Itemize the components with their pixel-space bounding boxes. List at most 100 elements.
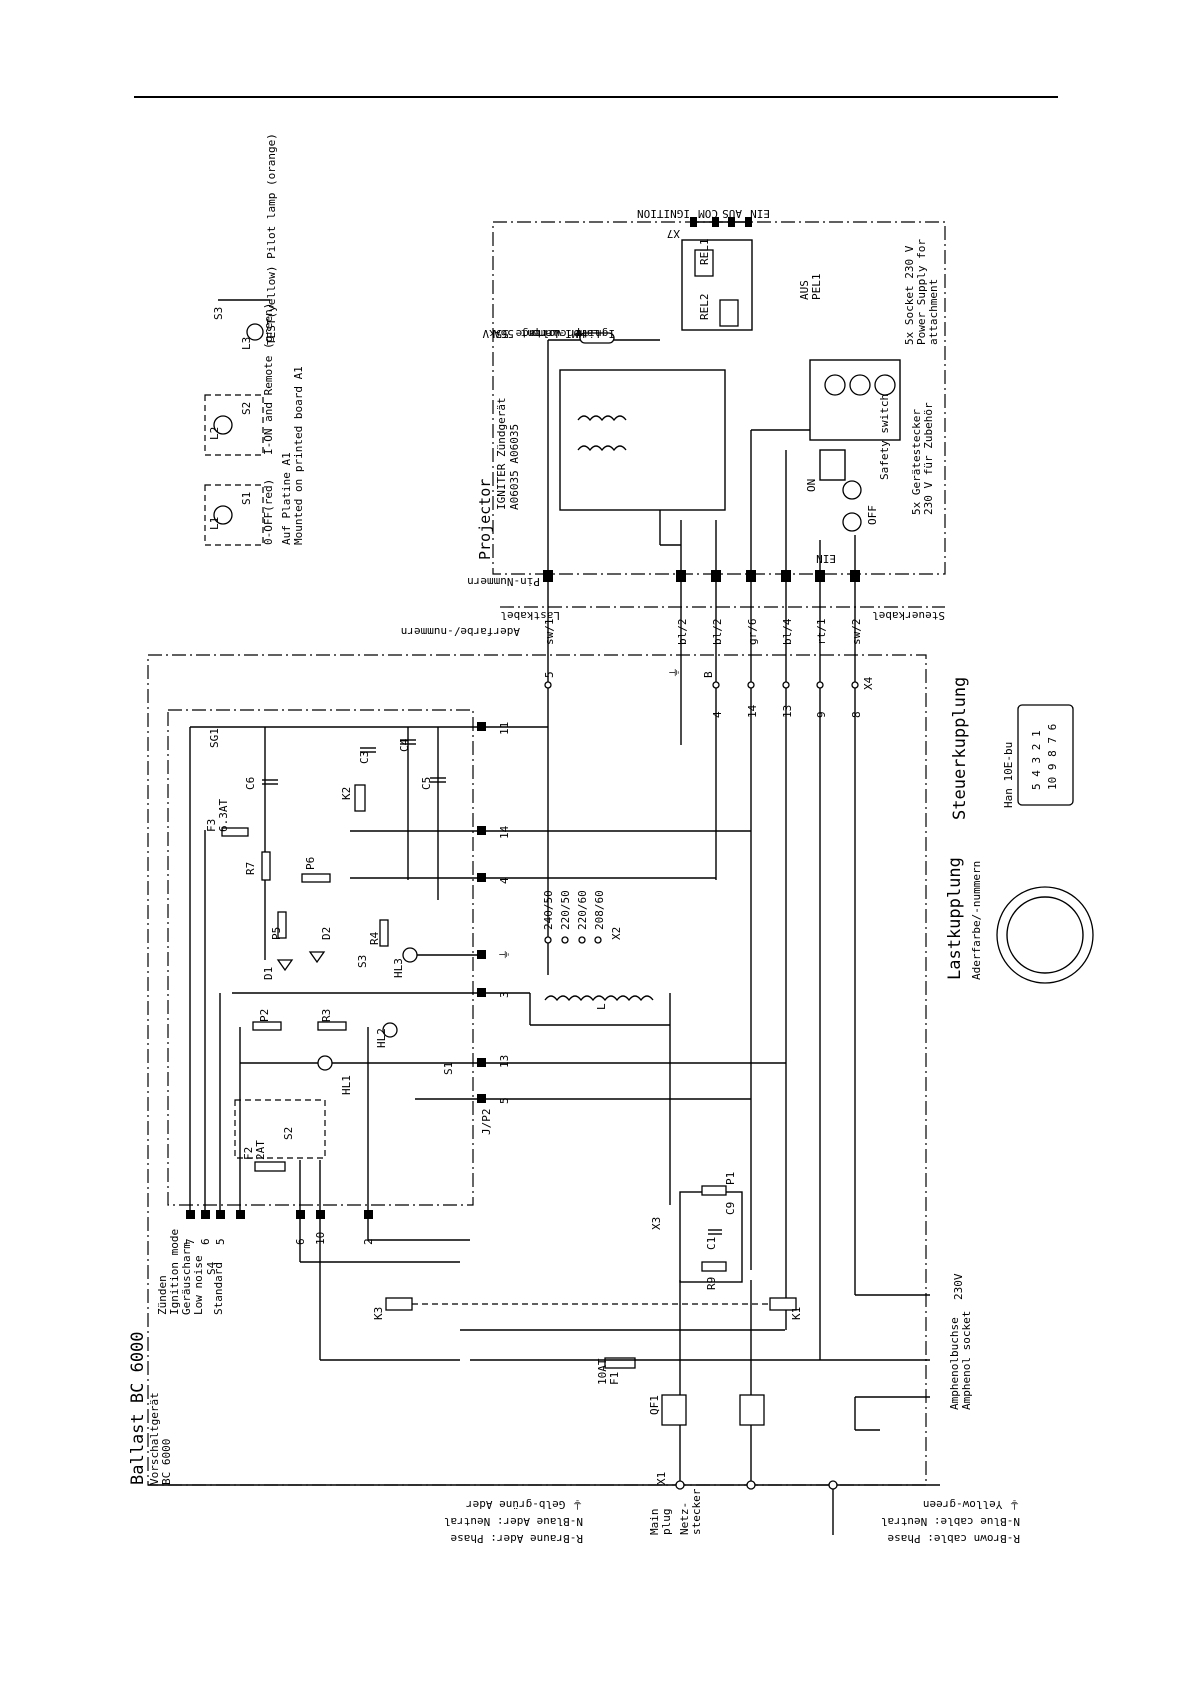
comp-r4: R4 (368, 931, 381, 945)
comp-d2: D2 (320, 927, 333, 940)
sockets-2: Power Supply for (915, 239, 928, 345)
han-label: Han 10E-bu (1002, 742, 1015, 808)
comp-sg1: SG1 (208, 728, 221, 748)
wire-color-3: bl/2 (711, 619, 724, 646)
ballast-sub-2: BC 6000 (160, 1439, 173, 1485)
hmi-2: Lamp current 56A (494, 327, 600, 340)
projector-title: Projector (476, 479, 494, 560)
safety-3: 230 V für Zubehör (922, 402, 935, 515)
ballast-sub-1: Vorschaltgerät (148, 1392, 161, 1485)
comp-k3: K3 (372, 1307, 385, 1320)
term-b2: 2 (362, 1238, 375, 1245)
safety-1: Safety switch (878, 394, 891, 480)
tap-2: 220/50 (559, 890, 572, 930)
mode-1: Zünden (156, 1275, 169, 1315)
pel1: PEL1 (810, 274, 823, 301)
wire-color-4: gr/6 (746, 619, 759, 646)
amphenol-1: Amphenolbuchse (948, 1317, 961, 1410)
wire-num-8: 8 (850, 711, 863, 718)
pcb-note-2: Mounted on printed board A1 (292, 366, 305, 545)
term-11: 11 (498, 722, 511, 735)
projector-internals (547, 217, 901, 575)
wire-color-2: bl/2 (676, 619, 689, 646)
comp-s1: S1 (442, 1062, 455, 1075)
pcb-wiring (189, 726, 786, 1210)
wire-num-6: 13 (781, 705, 794, 718)
comp-f3: F3 (205, 819, 218, 832)
sockets-1: 5x Socket 230 V (903, 245, 916, 345)
cable-wires (547, 575, 856, 1360)
aderfarbe: Aderfarbe/-nummern (401, 625, 520, 638)
wire-color-5: bl/4 (781, 618, 794, 645)
lower-circuit (148, 1185, 940, 1535)
off-label: OFF (866, 505, 879, 525)
pcb-terminals (477, 722, 486, 1103)
mode-6: S4 (205, 1261, 218, 1275)
aus-label: AUS (798, 280, 811, 300)
steuerkupplung: Steuerkupplung (950, 677, 970, 820)
lamp-s3: S3 (212, 307, 225, 320)
on-label: ON (805, 479, 818, 492)
legend-en-2: N-Blue cable: Neutral (881, 1515, 1020, 1528)
comp-x3: X3 (650, 1217, 663, 1230)
pin-nummern: Pin-Nummern (467, 575, 540, 588)
tap-4: 208/60 (593, 890, 606, 930)
wire-num-9: X4 (862, 676, 875, 690)
couplings (996, 704, 1094, 984)
comp-k2: K2 (340, 787, 353, 800)
comp-hl1: HL1 (340, 1075, 353, 1095)
safety-2: 5x Gerätestecker (910, 409, 923, 515)
term-4: 4 (498, 877, 511, 884)
term-b5: 5 (214, 1238, 227, 1245)
comp-jp2: J/P2 (480, 1109, 493, 1136)
igniter-2: A06035 A06035 (508, 424, 521, 510)
lastkupplung-sub: Aderfarbe/-nummern (970, 861, 983, 980)
comp-p1: P1 (724, 1172, 737, 1185)
comp-hl2: HL2 (375, 1028, 388, 1048)
lamp-l1: L1 (208, 517, 221, 530)
comp-p5: P5 (270, 927, 283, 940)
comp-s2: S2 (282, 1127, 295, 1140)
mains-4: plug (660, 1509, 673, 1536)
comp-k1: K1 (790, 1307, 803, 1320)
comp-x1: X1 (655, 1472, 668, 1485)
tap-3: 220/60 (576, 890, 589, 930)
comp-d1: D1 (262, 967, 275, 980)
pcb-note-1: Auf Platine A1 (280, 452, 293, 545)
comp-6.3at: 6.3AT (217, 799, 230, 832)
han-row-2: 10 9 8 7 6 (1046, 724, 1059, 790)
comp-c1: C1 (705, 1237, 718, 1250)
term-b10: 10 (314, 1232, 327, 1245)
term-13: 13 (498, 1055, 511, 1068)
terminal-row-685 (544, 681, 859, 689)
comp-p6: P6 (304, 857, 317, 870)
tap-1: 240/50 (542, 890, 555, 930)
mode-4: Low noise (192, 1255, 205, 1315)
legend-de-1: R-Braune Ader: Phase (451, 1532, 583, 1545)
comp-s3: S3 (356, 955, 369, 968)
wire-color-7: sw/2 (850, 619, 863, 646)
term-5: 5 (498, 1097, 511, 1104)
legend-en-3: ⏚ Yellow-green (923, 1498, 1020, 1511)
wire-num-3: B (702, 671, 715, 678)
wire-num-4: 4 (711, 711, 724, 718)
x7-label: X7 (667, 227, 680, 240)
term-gnd: ⏚ (498, 949, 511, 960)
comp-qf1: QF1 (648, 1395, 661, 1415)
ein-label: EIN (816, 552, 836, 565)
comp-r7: R7 (244, 862, 257, 875)
x7-com: COM (698, 207, 718, 220)
lastkupplung: Lastkupplung (945, 857, 965, 980)
comp-f1: F1 (608, 1372, 621, 1385)
steuerkabel: Steuerkabel (872, 609, 945, 622)
lamp-cap2: I-ON and Remote (green) (262, 303, 275, 455)
term-b7: 7 (184, 1238, 197, 1245)
han-connector (1017, 704, 1074, 806)
mode-3: Geräuscharm (180, 1242, 193, 1315)
lamp-cap1: 0-OFF(red) (262, 479, 275, 545)
lastkupplung-inner (1006, 896, 1084, 974)
comp-r9: R9 (705, 1277, 718, 1290)
amphenol-2: Amphenol socket (960, 1311, 973, 1410)
